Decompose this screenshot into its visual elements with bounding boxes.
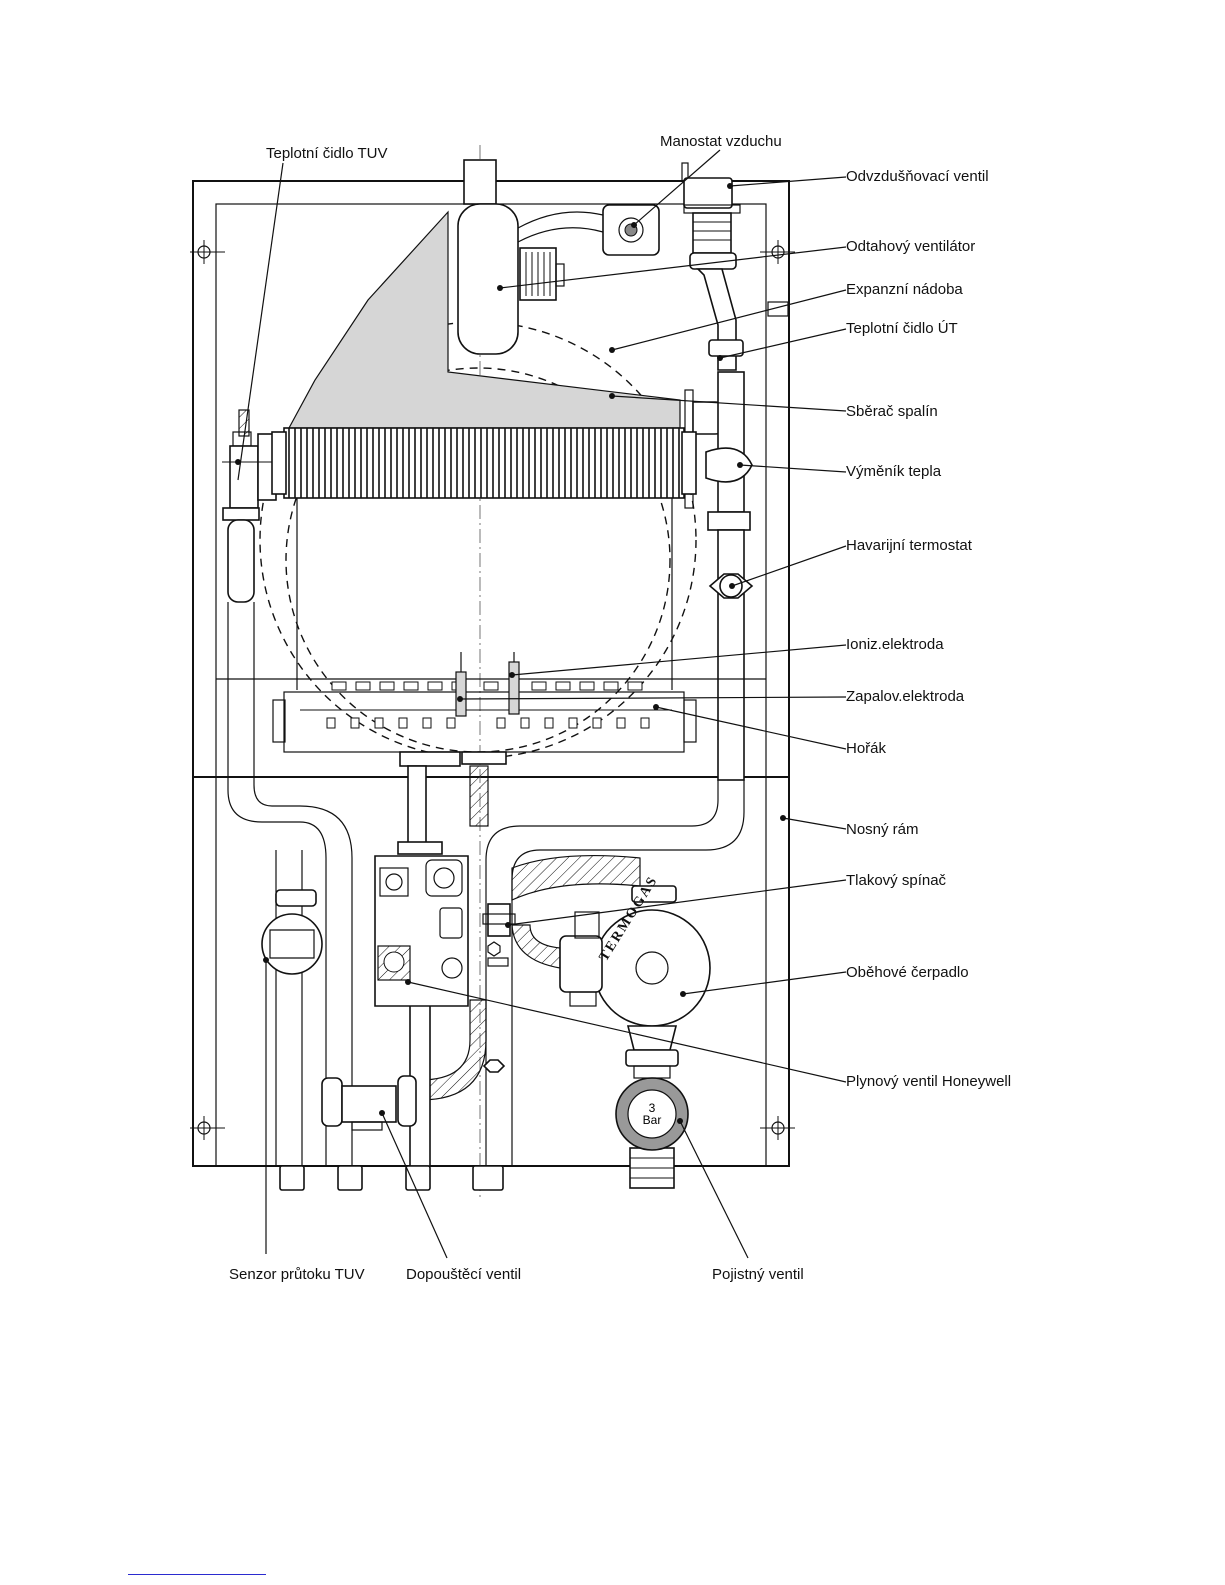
lower-piping <box>227 602 745 1191</box>
callout-lines <box>235 149 847 1259</box>
labels: Teplotní čidlo TUV Manostat vzduchu Odvz… <box>229 133 1011 1283</box>
label-obehove-cerpadlo: Oběhové čerpadlo <box>846 964 969 981</box>
label-tlakovy-spinac: Tlakový spínač <box>846 872 947 889</box>
heat-exchanger <box>271 427 697 499</box>
label-teplotni-cidlo-ut: Teplotní čidlo ÚT <box>846 320 958 337</box>
label-plynovy-ventil: Plynový ventil Honeywell <box>846 1073 1011 1090</box>
safety-valve-unit: Bar <box>643 1113 662 1127</box>
safety-valve: 3 Bar <box>615 1065 689 1151</box>
label-senzor-prutoku: Senzor průtoku TUV <box>229 1266 365 1283</box>
label-sberac-spalin: Sběrač spalín <box>846 403 938 420</box>
label-odvzdusnovaci-ventil: Odvzdušňovací ventil <box>846 168 989 185</box>
label-pojistny-ventil: Pojistný ventil <box>712 1266 804 1283</box>
combustion-chamber <box>216 498 766 690</box>
label-horak: Hořák <box>846 740 887 757</box>
label-teplotni-cidlo-tuv: Teplotní čidlo TUV <box>266 145 387 162</box>
filling-valve <box>321 1075 417 1131</box>
pressure-switch <box>482 903 516 1073</box>
label-havarijni-termostat: Havarijní termostat <box>846 537 973 554</box>
exhaust-fan <box>457 159 565 355</box>
label-zapalov-elektroda: Zapalov.elektroda <box>846 688 965 705</box>
mounting-hole-icon <box>190 240 795 1140</box>
label-vymenik-tepla: Výměník tepla <box>846 463 942 480</box>
label-manostat-vzduchu: Manostat vzduchu <box>660 133 782 150</box>
dhw-flow-sensor <box>261 889 323 975</box>
left-return-pipe <box>222 409 277 603</box>
safety-valve-value: 3 <box>649 1101 656 1115</box>
air-pressure-switch <box>517 204 660 256</box>
circulation-pump: TERMOGAS <box>559 873 711 1067</box>
bottom-rule <box>128 1574 266 1575</box>
label-dopousteci-ventil: Dopouštěcí ventil <box>406 1266 521 1283</box>
label-odtahovy-ventilator: Odtahový ventilátor <box>846 238 975 255</box>
label-nosny-ram: Nosný rám <box>846 821 919 838</box>
label-ioniz-elektroda: Ioniz.elektroda <box>846 636 944 653</box>
electrodes <box>455 652 520 717</box>
gas-valve <box>374 841 469 1007</box>
label-expanzni-nadoba: Expanzní nádoba <box>846 281 963 298</box>
burner <box>272 681 697 767</box>
